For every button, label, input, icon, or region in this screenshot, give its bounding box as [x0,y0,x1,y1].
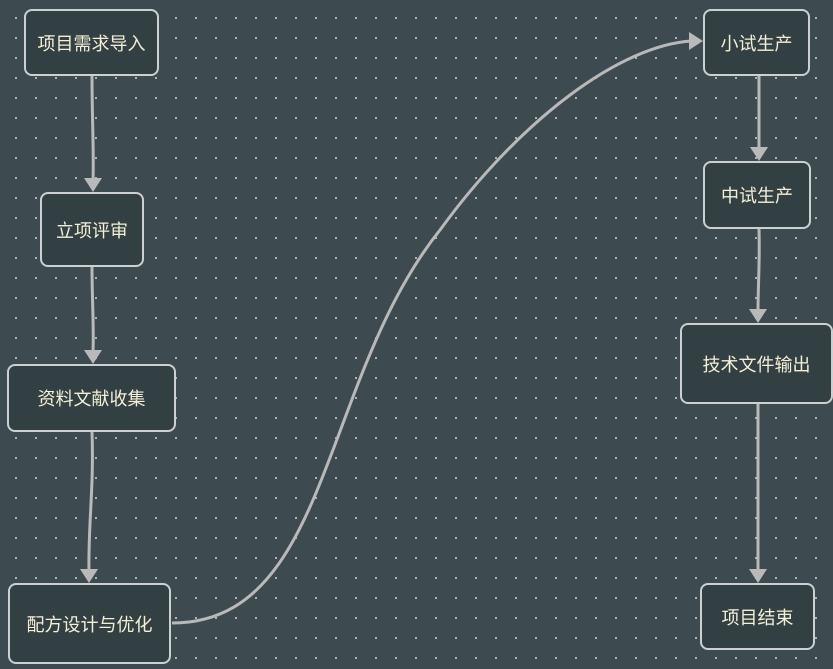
edge-import-to-review [90,75,95,183]
node-label: 技术文件输出 [702,354,811,376]
arrowhead-middle [750,147,768,161]
node-label: 项目结束 [721,607,794,629]
node-literature-collection[interactable]: 资料文献收集 [7,364,176,432]
node-pilot-small-production[interactable]: 小试生产 [703,9,810,76]
edge-design-to-small [171,39,693,625]
node-pilot-middle-production[interactable]: 中试生产 [703,161,811,229]
node-label: 中试生产 [721,186,793,207]
arrowhead-design [80,569,98,583]
arrowhead-small [689,32,703,50]
edge-collect-to-design [87,431,94,574]
node-technical-document-output[interactable]: 技术文件输出 [680,323,833,404]
arrowhead-review [84,178,102,192]
arrowhead-end [749,569,767,583]
node-label: 立项评审 [56,220,128,242]
node-label: 项目需求导入 [37,33,146,55]
node-label: 小试生产 [720,33,793,55]
node-formula-design-optimization[interactable]: 配方设计与优化 [8,583,171,664]
node-label: 配方设计与优化 [26,614,153,636]
edge-middle-to-docs [756,228,761,313]
node-project-requirement-import[interactable]: 项目需求导入 [24,9,159,76]
node-label: 资料文献收集 [37,389,146,410]
arrowhead-docs [749,309,767,323]
arrowhead-collect [84,350,102,364]
node-project-approval-review[interactable]: 立项评审 [40,192,144,267]
node-project-end[interactable]: 项目结束 [700,583,815,650]
edge-review-to-collect [90,266,95,354]
